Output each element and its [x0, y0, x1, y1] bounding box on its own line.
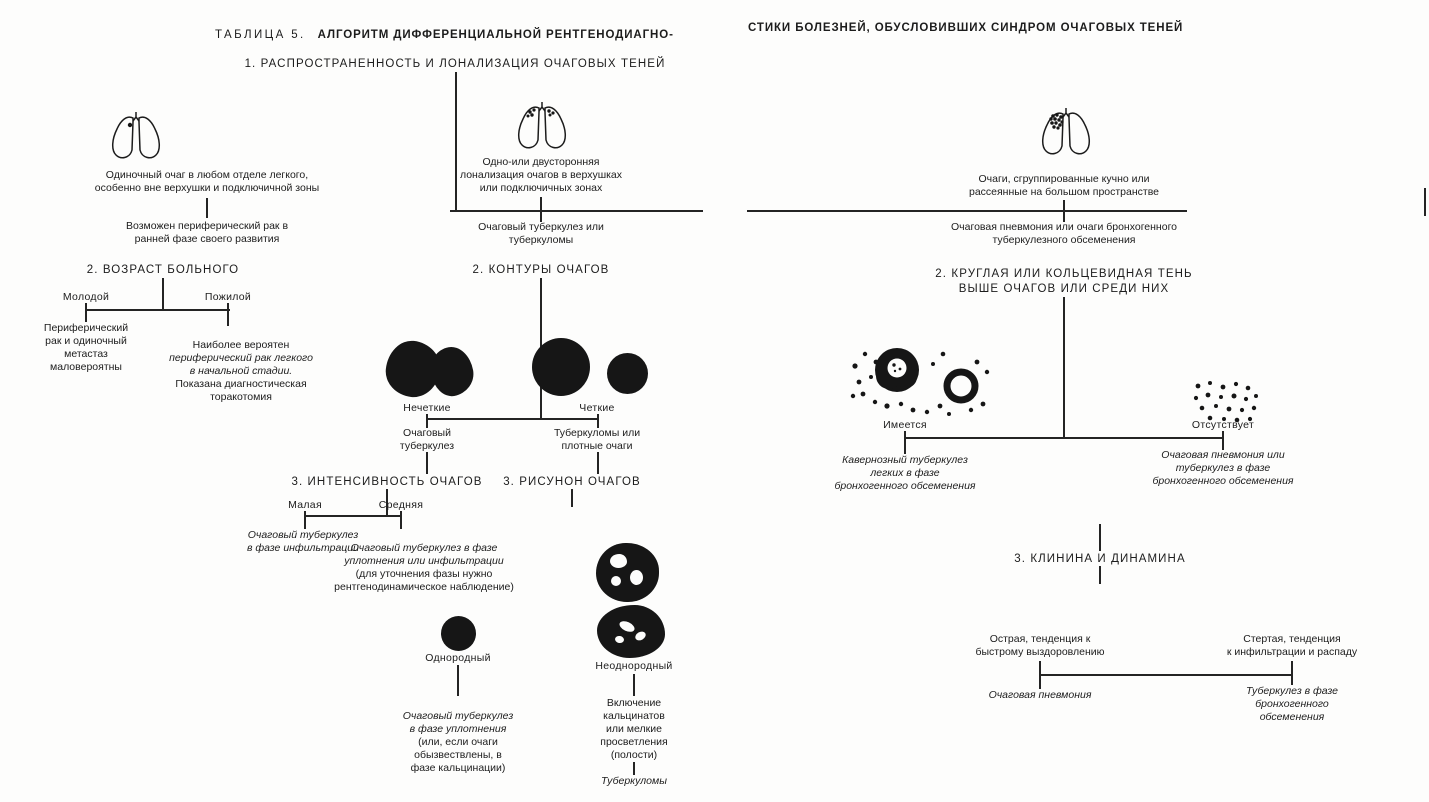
- step3-clinic-heading: 3. КЛИНИНА И ДИНАМИНА: [1014, 553, 1186, 565]
- lungs-single-focus-icon: [106, 110, 166, 162]
- connector-line: [426, 414, 428, 428]
- step3-pattern-heading: 3. РИСУНОН ОЧАГОВ: [503, 476, 641, 488]
- medium-intensity-conclusion: Очаговый туберкулез в фазе уплотнения ил…: [334, 542, 514, 593]
- left-page-title: ТАБЛИЦА 5. АЛГОРИТМ ДИФФЕРЕНЦИАЛЬНОЙ РЕНТ…: [215, 14, 674, 42]
- present-label: Имеется: [883, 419, 927, 431]
- scattered-dots-icon: [1190, 378, 1264, 428]
- sharp-foci-icon: [607, 353, 648, 394]
- step1-heading: 1. РАСПРОСТРАНЕННОСТЬ И ЛОНАЛИЗАЦИЯ ОЧАГ…: [244, 58, 666, 70]
- heterogeneous-final-conclusion: Туберкуломы: [601, 775, 667, 787]
- scattered-foci-conclusion: Очаговая пневмония или очаги бронхогенно…: [950, 221, 1178, 246]
- connector-line: [1099, 524, 1101, 551]
- connector-line: [1099, 566, 1101, 584]
- acute-conclusion: Очаговая пневмония: [988, 689, 1092, 701]
- single-focus-caption: Одиночный очаг в любом отделе легкого, о…: [94, 169, 320, 194]
- step2-age-heading: 2. ВОЗРАСТ БОЛЬНОГО: [86, 264, 240, 276]
- connector-line: [1222, 431, 1224, 450]
- branch-rule-right-page: [747, 210, 1187, 212]
- fuzzy-conclusion: Очаговый туберкулез: [399, 427, 455, 452]
- page-edge-mark: [1424, 188, 1426, 216]
- connector-line: [426, 452, 428, 474]
- connector-line: [1291, 661, 1293, 685]
- connector-line: [1063, 297, 1065, 439]
- young-conclusion: Периферический рак и одиночный метастаз …: [43, 322, 129, 373]
- step2-contours-heading: 2. КОНТУРЫ ОЧАГОВ: [472, 264, 610, 276]
- sharp-label: Четкие: [579, 402, 615, 414]
- connector-line: [304, 515, 402, 517]
- medium-intensity-label: Средняя: [378, 499, 424, 511]
- apical-foci-caption: Одно-или двусторонняя лонализация очагов…: [459, 156, 623, 194]
- connector-line: [597, 452, 599, 474]
- lucency-hole: [610, 554, 627, 568]
- connector-line: [227, 303, 229, 326]
- right-page-title: СТИКИ БОЛЕЗНЕЙ, ОБУСЛОВИВШИХ СИНДРОМ ОЧА…: [748, 22, 1184, 34]
- connector-line: [206, 198, 208, 218]
- connector-line: [633, 674, 635, 696]
- lucency-hole: [630, 570, 643, 585]
- fuzzy-label: Нечеткие: [403, 402, 451, 414]
- lucency-hole: [633, 629, 648, 643]
- young-label: Молодой: [62, 291, 110, 303]
- connector-line: [633, 762, 635, 775]
- old-conclusion: Наиболее вероятен периферический рак лег…: [169, 339, 313, 403]
- connector-line: [597, 414, 599, 428]
- blurred-conclusion: Туберкулез в фазе бронхогенного обсемене…: [1245, 685, 1339, 723]
- connector-line: [540, 197, 542, 222]
- low-intensity-conclusion: Очаговый туберкулез в фазе инфильтрации: [247, 529, 359, 554]
- connector-line: [904, 431, 906, 454]
- lucency-hole: [611, 576, 621, 586]
- connector-line: [162, 278, 164, 311]
- homogeneous-conclusion: Очаговый туберкулез в фазе уплотнения (и…: [402, 710, 514, 774]
- lungs-clustered-foci-icon: [1036, 106, 1096, 158]
- sharp-foci-icon: [532, 338, 590, 396]
- cavity-and-ring-foci-icon: [845, 344, 995, 426]
- step3-intensity-heading: 3. ИНТЕНСИВНОСТЬ ОЧАГОВ: [291, 476, 483, 488]
- branch-rule-left-page: [450, 210, 703, 212]
- table-number: ТАБЛИЦА 5.: [215, 29, 306, 41]
- connector-line: [571, 489, 573, 507]
- acute-course-label: Острая, тенденция к быстрому выздоровлен…: [975, 633, 1105, 658]
- step2-ring-shadow-heading: 2. КРУГЛАЯ ИЛИ КОЛЬЦЕВИДНАЯ ТЕНЬ ВЫШЕ ОЧ…: [935, 268, 1193, 295]
- connector-line: [304, 511, 306, 529]
- apical-foci-conclusion: Очаговый туберкулез или туберкуломы: [478, 221, 604, 246]
- connector-line: [457, 665, 459, 696]
- connector-line: [85, 303, 87, 322]
- heterogeneous-focus-icon: [596, 543, 659, 602]
- heterogeneous-label: Неоднородный: [595, 660, 673, 672]
- scattered-foci-caption: Очаги, сгруппированные кучно или рассеян…: [968, 173, 1160, 198]
- heterogeneous-conclusion: Включение кальцинатов или мелкие просвет…: [600, 697, 668, 761]
- absent-conclusion: Очаговая пневмония или туберкулез в фазе…: [1152, 449, 1294, 487]
- lucency-hole: [617, 619, 637, 634]
- left-title-text: АЛГОРИТМ ДИФФЕРЕНЦИАЛЬНОЙ РЕНТГЕНОДИАГНО…: [317, 29, 674, 41]
- blurred-course-label: Стертая, тенденция к инфильтрации и расп…: [1226, 633, 1358, 658]
- absent-label: Отсутствует: [1191, 419, 1255, 431]
- connector-line: [1039, 661, 1041, 689]
- connector-line: [400, 511, 402, 529]
- sharp-conclusion: Туберкуломы или плотные очаги: [553, 427, 641, 452]
- lungs-apical-foci-icon: [512, 100, 572, 152]
- present-conclusion: Кавернозный туберкулез легких в фазе бро…: [834, 454, 976, 492]
- old-label: Пожилой: [204, 291, 252, 303]
- connector-line: [455, 72, 457, 212]
- homogeneous-label: Однородный: [425, 652, 491, 664]
- connector-line: [386, 489, 388, 517]
- connector-line: [904, 437, 1224, 439]
- connector-line: [1039, 674, 1293, 676]
- connector-line: [426, 418, 598, 420]
- connector-line: [85, 309, 230, 311]
- homogeneous-focus-icon: [441, 616, 476, 651]
- single-focus-conclusion: Возможен периферический рак в ранней фаз…: [125, 220, 289, 245]
- low-intensity-label: Малая: [288, 499, 322, 511]
- heterogeneous-blob-icon: [597, 605, 665, 658]
- lucency-hole: [614, 635, 625, 644]
